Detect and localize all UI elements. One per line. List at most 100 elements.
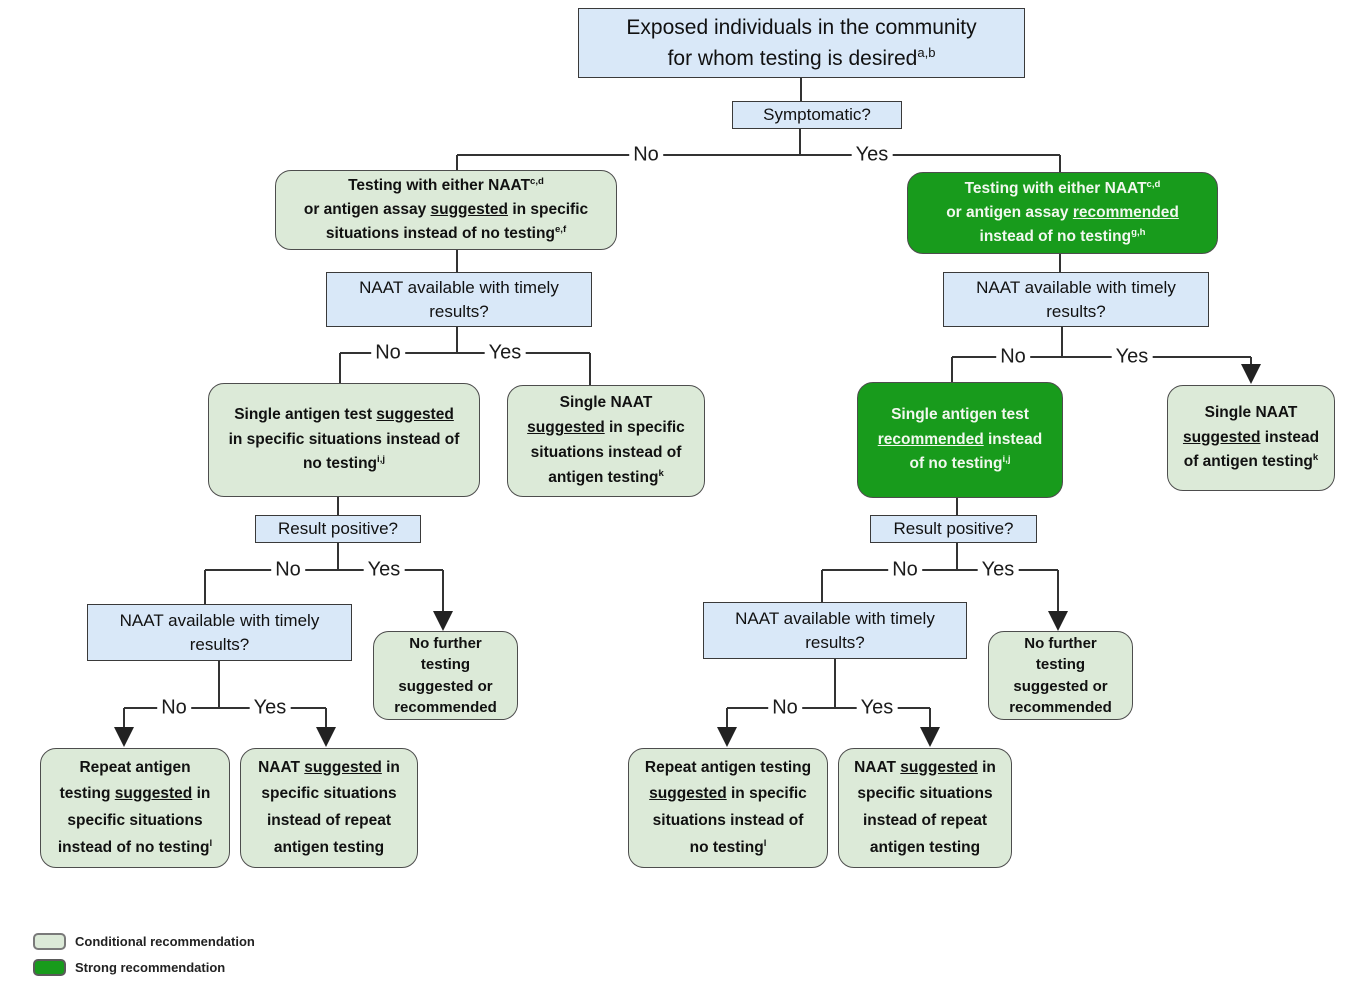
edge-label-yes-naat-right-upper: Yes — [1111, 345, 1153, 369]
edge-label-yes-symptomatic: Yes — [851, 143, 893, 167]
node-text: instead — [983, 430, 1043, 448]
node-text: results? — [189, 634, 250, 654]
node-result-positive-left: Result positive? — [255, 515, 421, 543]
node-text: antigen testing — [274, 835, 384, 862]
node-text: results? — [805, 631, 865, 655]
node-naat-timely-right-upper: NAAT available with timely results? — [943, 272, 1209, 327]
footnote-superscript: e,f — [554, 223, 567, 235]
edge-label-yes-naat-left-lower: Yes — [249, 696, 291, 720]
node-text: Result positive? — [893, 517, 1013, 541]
node-text: No further — [409, 634, 482, 652]
node-text: recommended — [394, 698, 497, 716]
node-text: situations instead of — [652, 812, 804, 829]
footnote-superscript: k — [658, 467, 664, 479]
node-repeat-antigen-left: Repeat antigen testing suggested in spec… — [40, 748, 230, 868]
node-text: for whom testing is desired — [667, 47, 918, 70]
node-text: recommended — [1009, 697, 1112, 718]
node-naat-instead-repeat-right: NAAT suggested in specific situations in… — [838, 748, 1012, 868]
node-text: Single NAAT — [559, 394, 653, 412]
node-text: no testing — [302, 455, 378, 473]
node-text: NAAT available with timely — [119, 610, 320, 630]
node-text: antigen testing — [870, 835, 980, 862]
node-text: in specific — [508, 200, 589, 218]
node-text: in specific — [726, 785, 807, 803]
node-no-further-testing-right: No further testing suggested or recommen… — [988, 631, 1133, 720]
node-text: recommended — [394, 697, 497, 718]
node-text: situations instead of — [530, 444, 682, 461]
node-text: in — [381, 758, 400, 776]
node-text: or antigen assay — [303, 200, 431, 218]
node-text: NAAT suggested in — [258, 755, 400, 782]
node-text: instead — [1260, 428, 1320, 446]
footnote-superscript: g,h — [1131, 226, 1146, 238]
node-text: instead of repeat — [266, 812, 392, 829]
node-text: instead of repeat — [863, 808, 987, 835]
node-text: antigen testing — [548, 468, 659, 486]
node-text: testing — [1036, 654, 1085, 675]
node-text: specific situations — [67, 812, 203, 829]
node-text: Single antigen test — [891, 405, 1029, 423]
node-text: Repeat antigen — [79, 755, 190, 782]
node-text: testing — [421, 654, 470, 675]
node-text: no testingi,j — [303, 452, 385, 477]
edge-label-no-naat-right-lower: No — [768, 696, 802, 720]
node-text: No further — [409, 633, 482, 654]
node-repeat-antigen-right: Repeat antigen testing suggested in spec… — [628, 748, 828, 868]
node-text: antigen testing — [869, 838, 981, 856]
node-text: NAAT available with timely — [359, 277, 559, 297]
node-text: instead of no testing — [979, 228, 1132, 245]
node-text: results? — [1046, 300, 1106, 324]
node-text: testing — [1035, 656, 1086, 674]
node-text: instead of repeat — [862, 812, 988, 829]
node-text: Repeat antigen testing — [644, 758, 812, 776]
node-text: Testing with either NAAT — [348, 176, 531, 194]
node-text: NAAT — [854, 758, 901, 776]
node-text: of no testing — [909, 455, 1003, 473]
node-text: specific situations — [261, 785, 397, 803]
node-single-antigen-suggested: Single antigen test suggested in specifi… — [208, 383, 480, 497]
node-text: recommended instead — [878, 428, 1043, 453]
node-text: Exposed individuals in the community — [626, 15, 977, 39]
underlined-text: recommended — [877, 430, 984, 448]
node-text: Exposed individuals in the community — [626, 12, 976, 44]
legend-label: Conditional recommendation — [75, 934, 255, 949]
edge-label-no-naat-right-upper: No — [996, 345, 1030, 369]
node-text: No further — [1024, 634, 1097, 652]
node-text: NAAT suggested in — [854, 755, 996, 782]
edge-label-yes-result-right: Yes — [977, 558, 1019, 582]
footnote-superscript: l — [763, 837, 767, 849]
node-testing-recommended-right: Testing with either NAATc,d or antigen a… — [907, 172, 1218, 254]
node-text: results? — [429, 300, 489, 324]
node-text: Testing with either NAATc,d — [348, 174, 544, 198]
edge-label-no-naat-left-upper: No — [371, 341, 405, 365]
node-text: NAAT available with timely — [976, 276, 1176, 300]
node-text: Testing with either NAATc,d — [965, 177, 1161, 201]
node-text: testing — [420, 656, 471, 674]
node-naat-timely-right-lower: NAAT available with timely results? — [703, 602, 967, 659]
node-text: Symptomatic? — [763, 103, 871, 127]
node-text: situations instead of — [653, 808, 804, 835]
footnote-superscript: a,b — [917, 45, 936, 60]
node-text: Symptomatic? — [763, 105, 871, 125]
legend-item-conditional: Conditional recommendation — [33, 933, 255, 950]
node-text: Single NAAT — [560, 391, 653, 416]
node-text: Single NAAT — [1205, 401, 1298, 426]
edge-label-yes-naat-right-lower: Yes — [856, 696, 898, 720]
node-text: situations instead of — [531, 441, 682, 466]
node-naat-timely-left-lower: NAAT available with timely results? — [87, 604, 352, 661]
conditional-recommendation-swatch — [33, 933, 66, 950]
node-text: in specific situations instead of — [228, 430, 460, 448]
node-text: suggested or — [398, 677, 493, 695]
node-text: recommended — [1009, 698, 1112, 716]
edge-label-yes-naat-left-upper: Yes — [484, 341, 526, 365]
edge-label-no-naat-left-lower: No — [157, 696, 191, 720]
node-text: specific situations — [857, 785, 993, 803]
node-text: or antigen assay recommended — [946, 201, 1179, 225]
node-text: Single NAAT — [1204, 403, 1298, 421]
node-text: NAAT available with timely — [735, 607, 935, 631]
node-text: suggested or — [1013, 676, 1107, 697]
node-naat-timely-left-upper: NAAT available with timely results? — [326, 272, 592, 327]
node-single-naat-suggested-specific: Single NAAT suggested in specific situat… — [507, 385, 705, 497]
node-text: Testing with either NAAT — [964, 179, 1147, 197]
node-text: instead of no testing — [57, 838, 210, 856]
